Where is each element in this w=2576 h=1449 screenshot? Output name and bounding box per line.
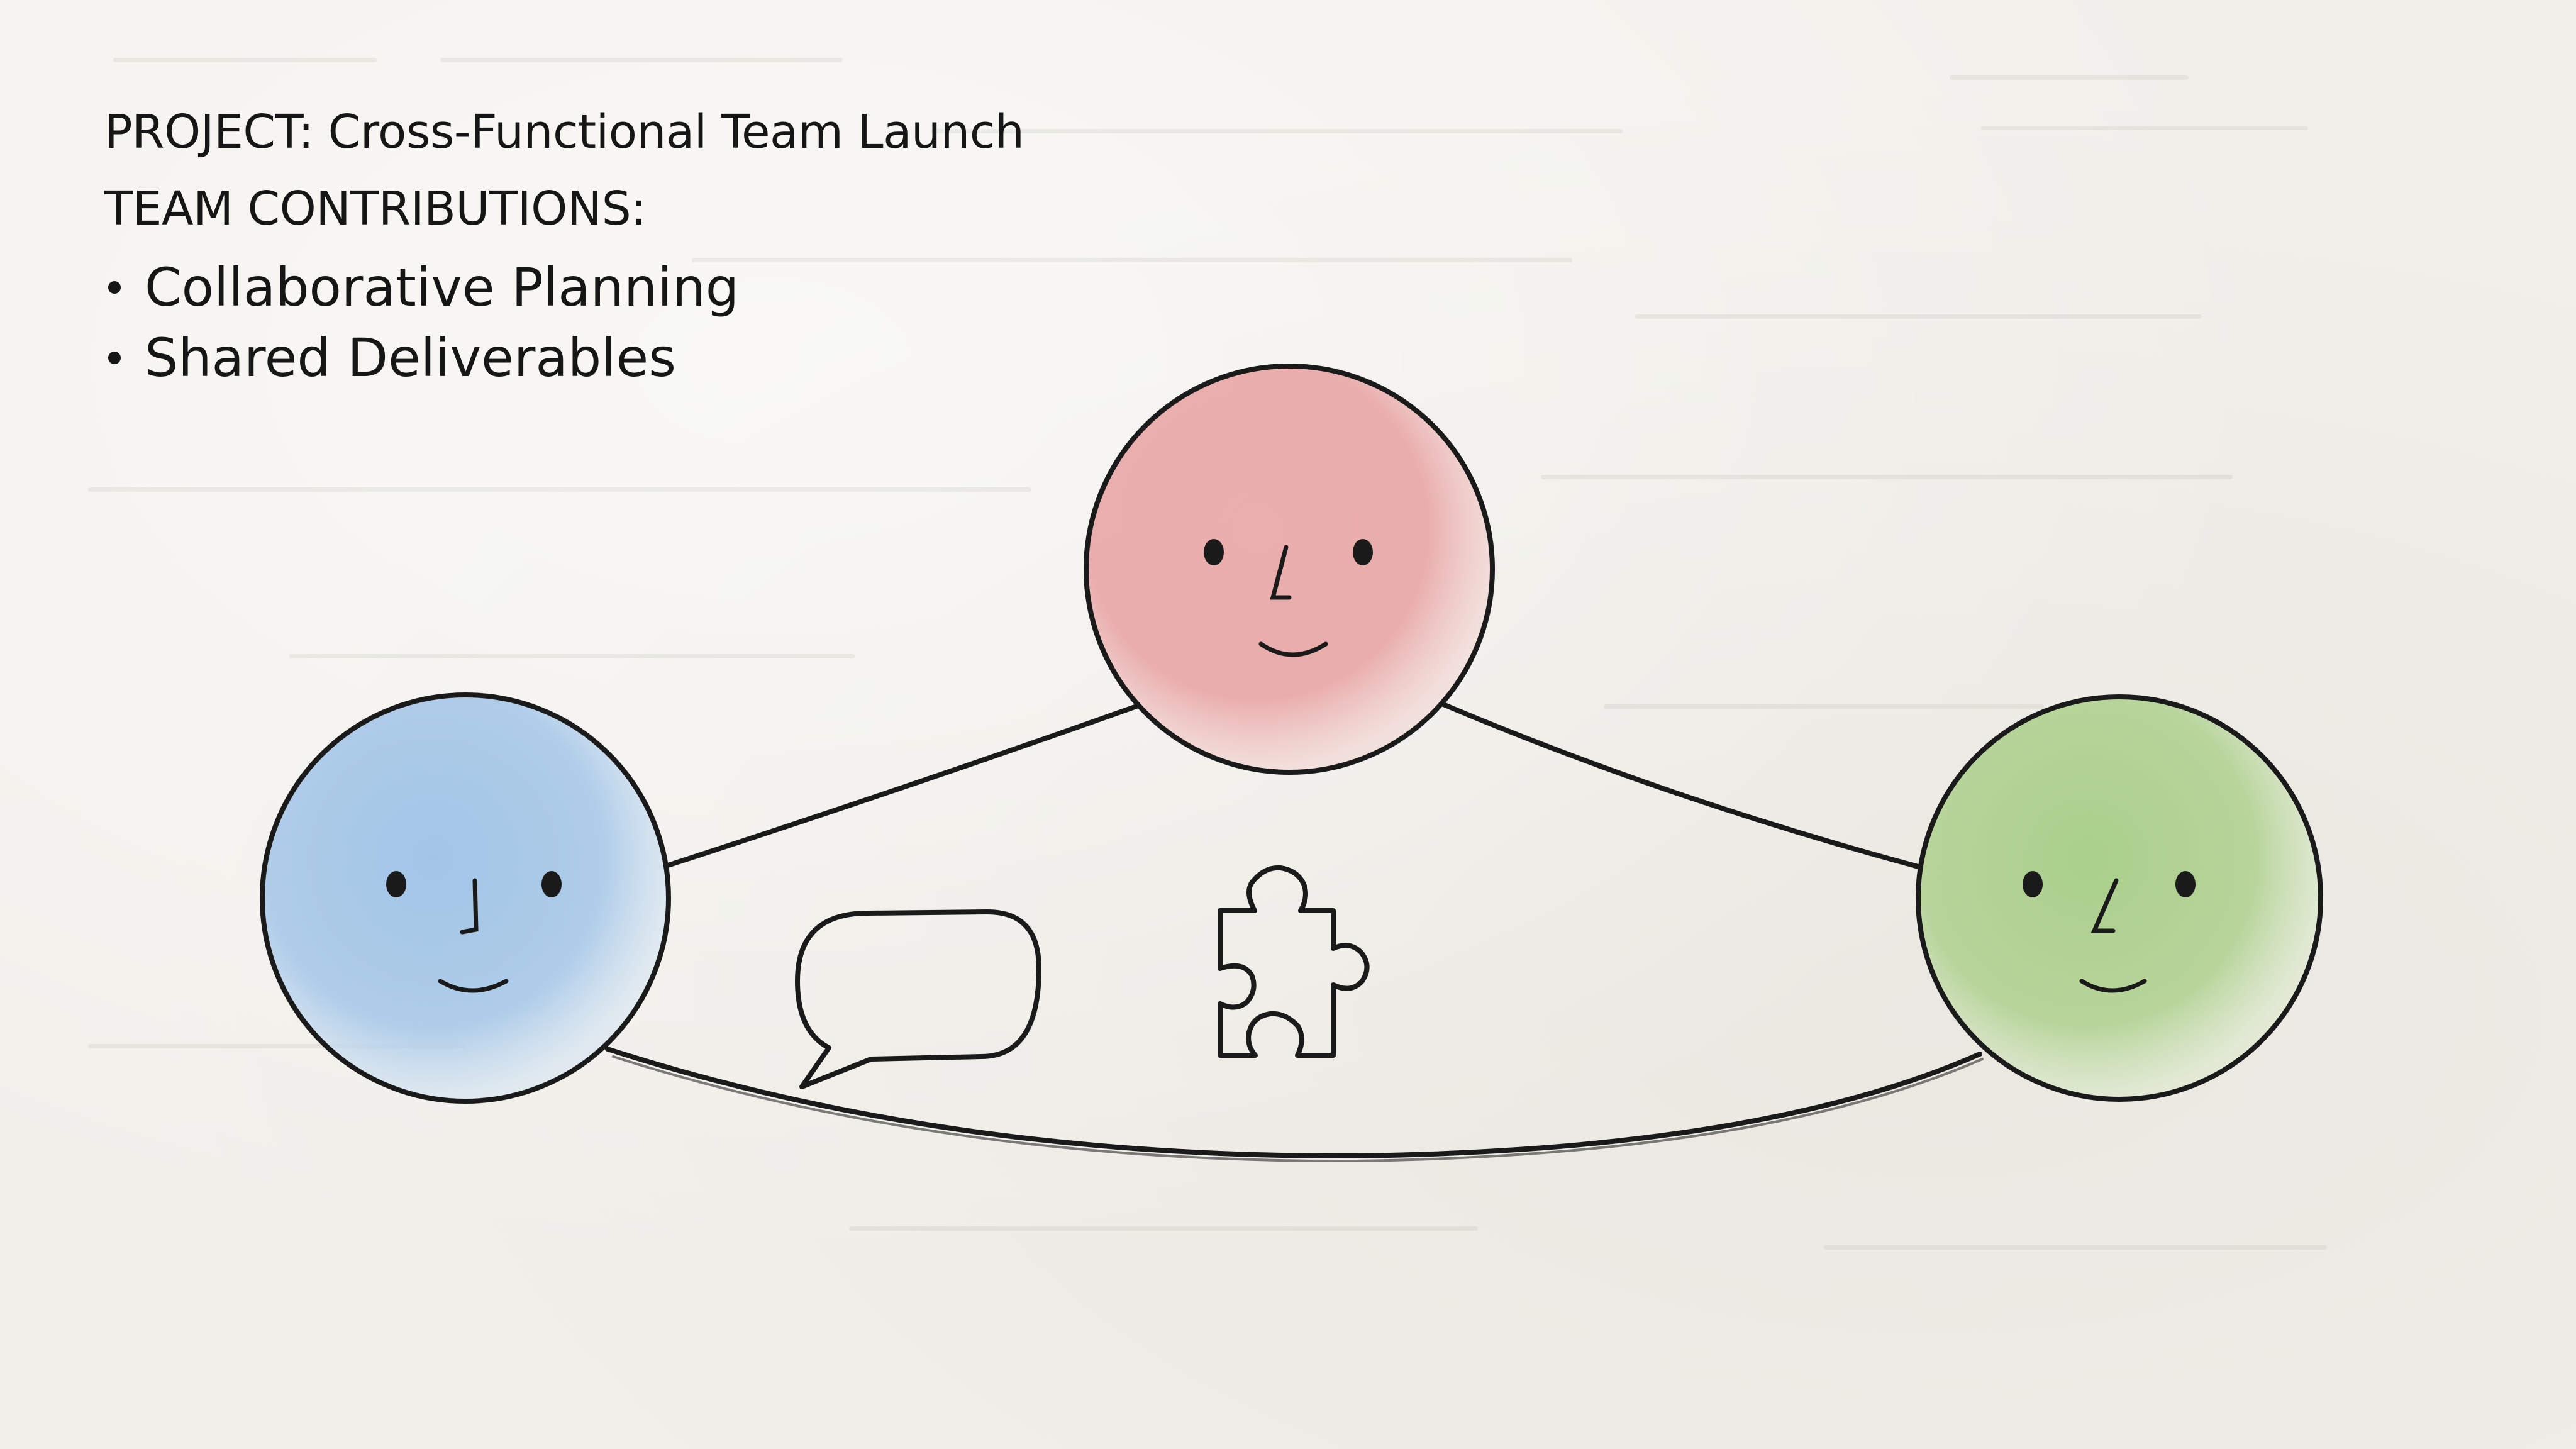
team-member-top [1084, 364, 1495, 775]
speech-bubble-icon [795, 909, 1041, 1089]
contributions-list: Collaborative Planning Shared Deliverabl… [104, 252, 1174, 393]
connections [605, 702, 1984, 1163]
team-member-right [1916, 694, 2323, 1102]
list-item: Collaborative Planning [104, 252, 1174, 323]
connection-left-right [605, 1046, 1982, 1159]
background-text-line [1824, 1245, 2327, 1250]
connection-top-right [1441, 702, 1921, 869]
project-name: Cross-Functional Team Launch [328, 105, 1024, 159]
background-text-line [1604, 704, 2044, 709]
background-text-line [88, 1044, 465, 1048]
background-text-line [88, 487, 1031, 492]
background-text-line [1950, 75, 2189, 80]
project-heading-block: PROJECT: Cross-Functional Team Launch TE… [104, 94, 1174, 393]
background-text-line [1981, 126, 2308, 130]
background-text-line [692, 258, 1572, 262]
smiley-face-icon [2023, 871, 2196, 993]
background-text-line [440, 58, 843, 62]
bullet-icon [108, 281, 121, 294]
member-avatar-circle [260, 692, 671, 1104]
background-text-line [1635, 314, 2201, 319]
team-contributions-heading: TEAM CONTRIBUTIONS: [104, 182, 647, 236]
team-member-left [260, 692, 671, 1104]
list-item-label: Collaborative Planning [145, 257, 740, 318]
smiley-face-icon [1204, 539, 1373, 657]
project-label: PROJECT: [104, 105, 314, 159]
background-text-line [1541, 475, 2233, 479]
background-text-line [113, 58, 377, 62]
smiley-face-icon [386, 871, 562, 993]
list-item-label: Shared Deliverables [145, 327, 676, 389]
puzzle-piece-icon [1218, 865, 1370, 1058]
connection-left-top [665, 703, 1141, 868]
member-avatar-circle [1084, 364, 1495, 775]
list-item: Shared Deliverables [104, 323, 1174, 393]
background-text-line [849, 1226, 1478, 1231]
bullet-icon [108, 352, 121, 364]
member-avatar-circle [1916, 694, 2323, 1102]
background-text-line [931, 129, 1623, 133]
connection-left-right-sketch [612, 1055, 1984, 1163]
background-text-line [289, 654, 855, 658]
project-title: PROJECT: Cross-Functional Team Launch [104, 94, 1174, 170]
